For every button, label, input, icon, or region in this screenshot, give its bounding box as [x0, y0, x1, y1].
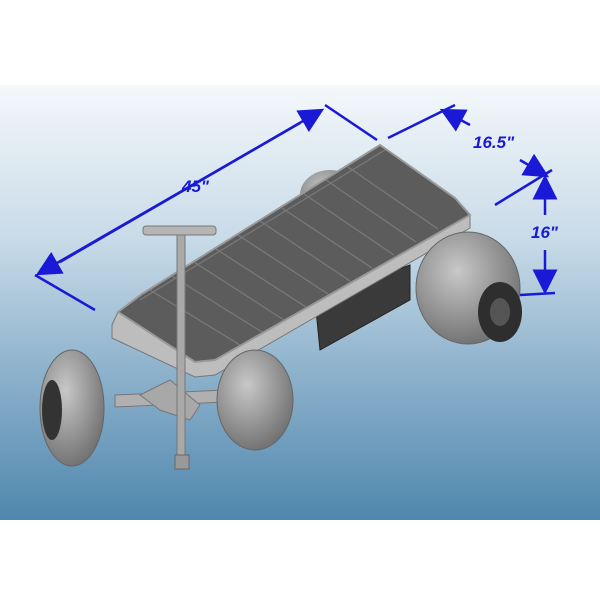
handle-foot: [174, 454, 190, 470]
handle-grip: [142, 225, 217, 236]
dimension-label-length: 45": [181, 177, 210, 196]
hub-front-left: [42, 380, 62, 440]
handle-pole: [176, 231, 186, 468]
dimension-lines: [34, 103, 558, 312]
dimension-label-height: 16": [531, 223, 559, 242]
wheel-front-right: [216, 349, 294, 451]
dimension-label-width: 16.5": [473, 133, 515, 152]
deck-slats: [139, 149, 439, 346]
hub-cap: [490, 298, 510, 326]
steering-bracket: [139, 379, 201, 421]
